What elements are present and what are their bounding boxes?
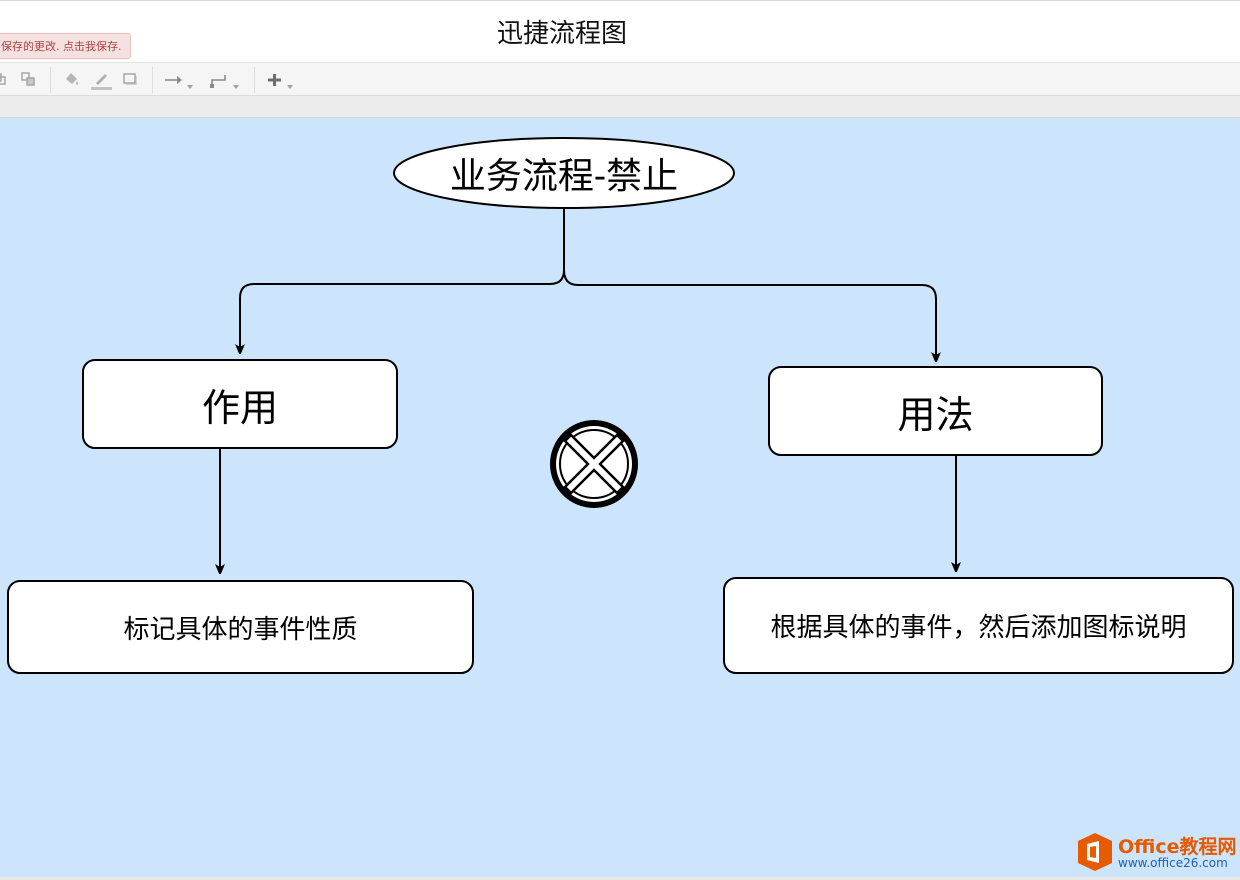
app-title: 迅捷流程图 bbox=[496, 19, 627, 49]
title-bar: 迅捷流程图 保存的更改. 点击我保存. bbox=[0, 0, 1240, 62]
chevron-down-icon bbox=[187, 85, 193, 89]
watermark-url: www.office26.com bbox=[1118, 856, 1228, 870]
insert-plus-icon[interactable] bbox=[266, 69, 293, 91]
copy-icon[interactable] bbox=[0, 69, 8, 91]
left-detail-label: 标记具体的事件性质 bbox=[123, 614, 358, 645]
left-branch-node[interactable] bbox=[82, 359, 398, 449]
connector-arrow-icon[interactable] bbox=[164, 69, 193, 91]
chevron-down-icon bbox=[233, 85, 239, 89]
toolbar-separator bbox=[254, 67, 255, 93]
bottom-strip bbox=[0, 877, 1240, 880]
toolbar-separator bbox=[152, 67, 153, 93]
office-logo-icon bbox=[1078, 833, 1112, 871]
right-detail-node[interactable] bbox=[723, 577, 1234, 674]
root-ellipse-node[interactable] bbox=[393, 137, 735, 209]
toolbar-separator bbox=[50, 67, 51, 93]
root-node-label: 业务流程-禁止 bbox=[449, 156, 679, 197]
waypoint-icon[interactable] bbox=[210, 69, 239, 91]
watermark-brand: Office教程网 bbox=[1118, 836, 1237, 858]
connector-root-to-right[interactable] bbox=[563, 208, 936, 358]
left-detail-node[interactable] bbox=[7, 580, 474, 674]
shadow-icon[interactable] bbox=[122, 69, 142, 91]
toolbar bbox=[0, 62, 1240, 96]
site-watermark: Office教程网 www.office26.com bbox=[1076, 830, 1237, 876]
right-detail-label: 根据具体的事件，然后添加图标说明 bbox=[770, 613, 1187, 643]
right-branch-label: 用法 bbox=[897, 392, 974, 437]
unsaved-changes-notice[interactable]: 保存的更改. 点击我保存. bbox=[0, 33, 131, 59]
right-branch-node[interactable] bbox=[768, 366, 1103, 456]
chevron-down-icon bbox=[287, 85, 293, 89]
fill-color-icon[interactable] bbox=[62, 69, 82, 91]
connector-root-to-left[interactable] bbox=[240, 208, 565, 350]
duplicate-icon[interactable] bbox=[20, 69, 38, 91]
prohibit-circle-x-icon[interactable] bbox=[550, 420, 638, 508]
left-branch-label: 作用 bbox=[201, 385, 278, 430]
line-color-icon[interactable] bbox=[90, 69, 114, 91]
ruler-gutter bbox=[0, 96, 1240, 118]
